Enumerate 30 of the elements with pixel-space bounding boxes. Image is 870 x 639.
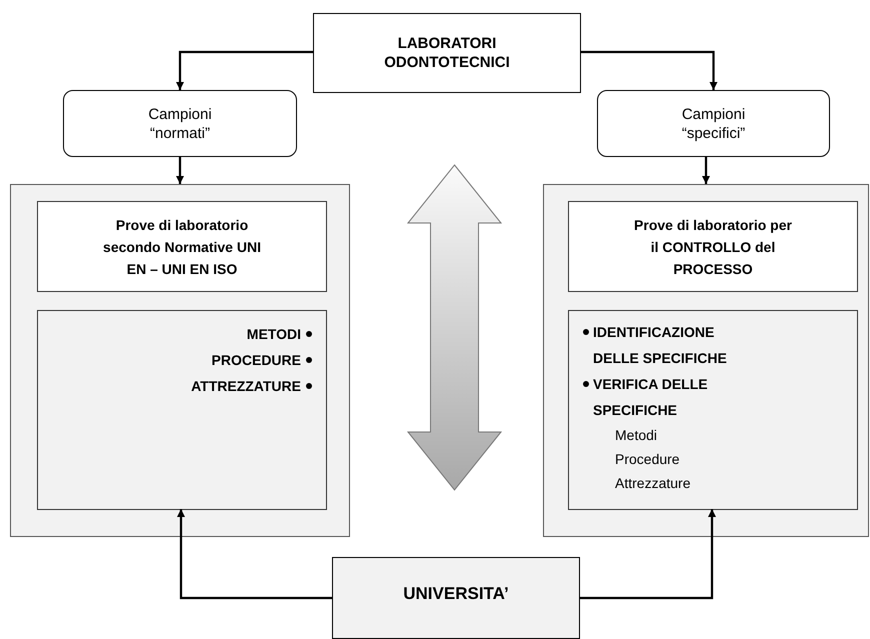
box-title: UNIVERSITA’ <box>403 584 509 602</box>
arrow <box>580 509 716 600</box>
list-item: METODI <box>246 324 301 344</box>
panel-background <box>543 184 869 537</box>
box-title: Prove di laboratorio per il CONTROLLO del PROCESSO <box>634 216 792 278</box>
university-box <box>332 557 580 639</box>
sample-box <box>597 90 830 157</box>
arrow <box>702 157 710 184</box>
list-item: Procedure <box>615 450 680 469</box>
arrow <box>581 50 718 90</box>
list-item: Metodi <box>615 426 658 445</box>
list-item: IDENTIFICAZIONE DELLE SPECIFICHE <box>593 323 728 368</box>
list-item: ATTREZZATURE <box>191 376 301 396</box>
list-item: VERIFICA DELLE SPECIFICHE <box>593 375 709 420</box>
arrow <box>176 157 184 184</box>
list-box <box>37 310 327 510</box>
arrow <box>177 509 332 600</box>
arrow <box>176 50 313 90</box>
box-title: Prove di laboratorio secondo Normative UNI EN – UNI EN ISO <box>103 216 261 278</box>
sample-box <box>63 90 297 157</box>
sample-label: Campioni “normati” <box>147 104 213 142</box>
source-box <box>313 13 581 93</box>
sample-label: Campioni “specifici” <box>680 104 746 142</box>
header-box <box>568 201 858 292</box>
box-title: LABORATORI ODONTOTECNICI <box>383 34 511 72</box>
list-box <box>568 310 858 510</box>
list-item: PROCEDURE <box>212 350 301 370</box>
list-item: Attrezzature <box>615 474 690 493</box>
panel-background <box>10 184 350 537</box>
header-box <box>37 201 327 292</box>
